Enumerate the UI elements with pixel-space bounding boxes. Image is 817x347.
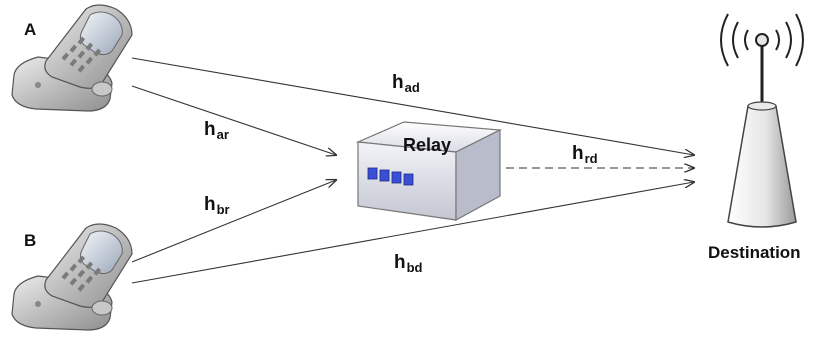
node-b-label: B (24, 231, 37, 250)
flip-phone-icon (11, 223, 133, 331)
channel-label-rd: hrd (572, 143, 598, 166)
channel-label-ar: har (204, 119, 229, 142)
link-b-destination (131, 182, 694, 284)
link-a-destination (131, 57, 694, 155)
channel-label-bd: hbd (394, 252, 423, 275)
relay-label: Relay (403, 135, 452, 155)
link-b-relay (131, 180, 336, 263)
link-a-relay (131, 85, 336, 155)
relay-box-icon (355, 121, 503, 222)
flip-phone-icon (11, 4, 133, 112)
channel-label-ad: had (392, 72, 420, 95)
channel-label-br: hbr (204, 194, 230, 217)
antenna-tower-icon (720, 13, 804, 228)
node-a-label: A (24, 20, 37, 39)
destination-label: Destination (708, 243, 801, 262)
